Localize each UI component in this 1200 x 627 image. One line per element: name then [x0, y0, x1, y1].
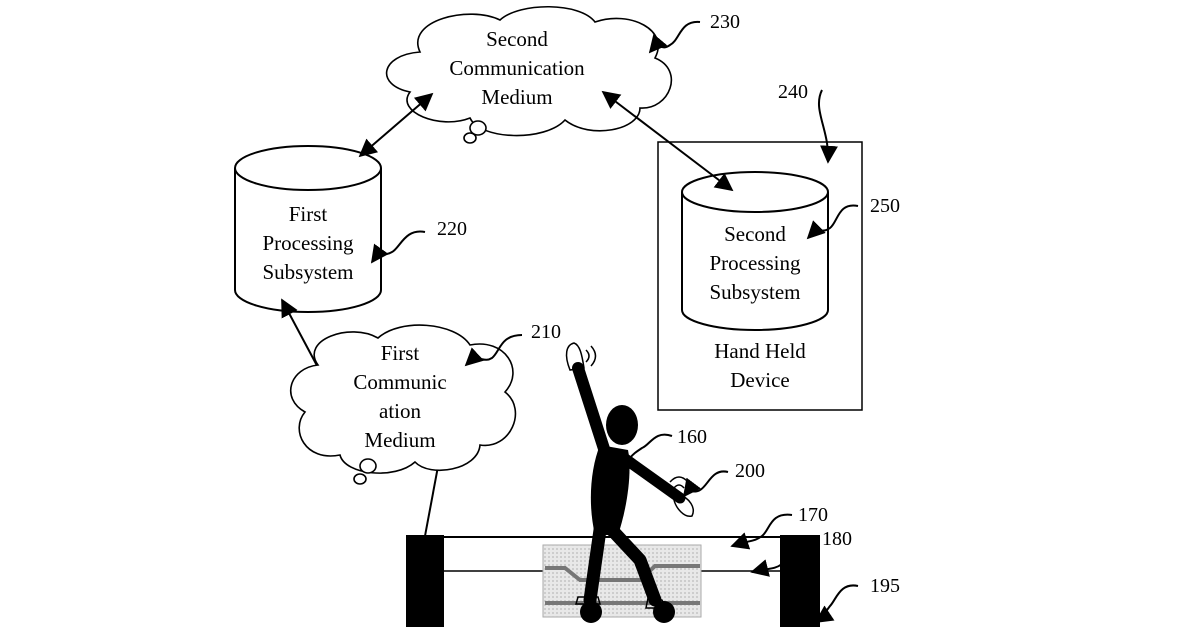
wheel-right	[653, 601, 675, 623]
left-post	[406, 535, 444, 627]
first-processing-subsystem-line1: First	[289, 202, 328, 226]
ref-230: 230	[710, 11, 740, 33]
ref-170-callout: 170	[730, 504, 828, 550]
ref-230-callout: 230	[648, 11, 740, 54]
ref-160: 160	[677, 426, 707, 448]
ref-160-callout: 160	[629, 426, 707, 459]
ref-240-callout: 240	[778, 81, 838, 164]
ref-195-callout: 195	[814, 575, 900, 623]
first-processing-subsystem-cylinder: First Processing Subsystem	[234, 145, 382, 313]
second-processing-subsystem-line2: Processing	[710, 251, 801, 275]
second-communication-medium-line2: Communication	[449, 56, 585, 80]
person-right-leg	[605, 523, 662, 607]
ref-250: 250	[870, 195, 900, 217]
ref-200-callout: 200	[682, 460, 765, 498]
platform	[406, 535, 820, 627]
raised-hand-signal-icon	[585, 345, 597, 367]
ref-170: 170	[798, 504, 828, 526]
person-left-leg	[583, 523, 607, 607]
ref-220-callout: 220	[370, 218, 467, 264]
first-processing-subsystem-line3: Subsystem	[262, 260, 353, 284]
ref-250-callout: 250	[806, 195, 900, 240]
first-communication-medium-line1: First	[381, 341, 420, 365]
person-figure	[565, 342, 694, 609]
first-processing-subsystem-line2: Processing	[263, 231, 354, 255]
hand-held-device-line2: Device	[730, 368, 789, 392]
link-second-medium-to-second-processing	[601, 90, 734, 192]
left-foot	[575, 596, 601, 605]
person-extended-arm	[618, 452, 686, 504]
right-foot	[645, 597, 668, 609]
second-communication-medium-line1: Second	[486, 27, 548, 51]
right-post	[780, 535, 820, 627]
first-communication-medium-line3: ation	[379, 399, 421, 423]
second-processing-subsystem-line1: Second	[724, 222, 786, 246]
person-torso	[590, 445, 630, 535]
second-processing-subsystem-line3: Subsystem	[709, 280, 800, 304]
wheel-left	[580, 601, 602, 623]
raised-hand	[565, 342, 585, 371]
ref-200: 200	[735, 460, 765, 482]
ref-195: 195	[870, 575, 900, 597]
first-communication-medium-line2: Communic	[353, 370, 446, 394]
first-communication-medium-line4: Medium	[364, 428, 435, 452]
link-first-processing-to-second-medium	[358, 92, 434, 158]
ref-220: 220	[437, 218, 467, 240]
link-first-medium-to-first-processing	[281, 298, 323, 376]
extended-hand	[673, 493, 694, 517]
second-processing-subsystem-cylinder: Second Processing Subsystem	[681, 171, 829, 331]
ref-240: 240	[778, 81, 808, 103]
person-raised-arm	[572, 362, 612, 461]
second-communication-medium-line3: Medium	[481, 85, 552, 109]
ref-210-callout: 210	[464, 321, 561, 367]
person-head	[606, 405, 638, 445]
first-communication-medium-cloud: First Communic ation Medium	[289, 324, 517, 485]
ref-210: 210	[531, 321, 561, 343]
second-communication-medium-cloud: Second Communication Medium	[385, 5, 673, 144]
hand-held-device-box: Hand Held Device	[657, 141, 863, 411]
ref-180: 180	[822, 528, 852, 550]
hand-held-device-line1: Hand Held	[714, 339, 806, 363]
sensor-mat-line-upper	[545, 564, 700, 582]
ref-180-callout: 180	[750, 528, 852, 577]
